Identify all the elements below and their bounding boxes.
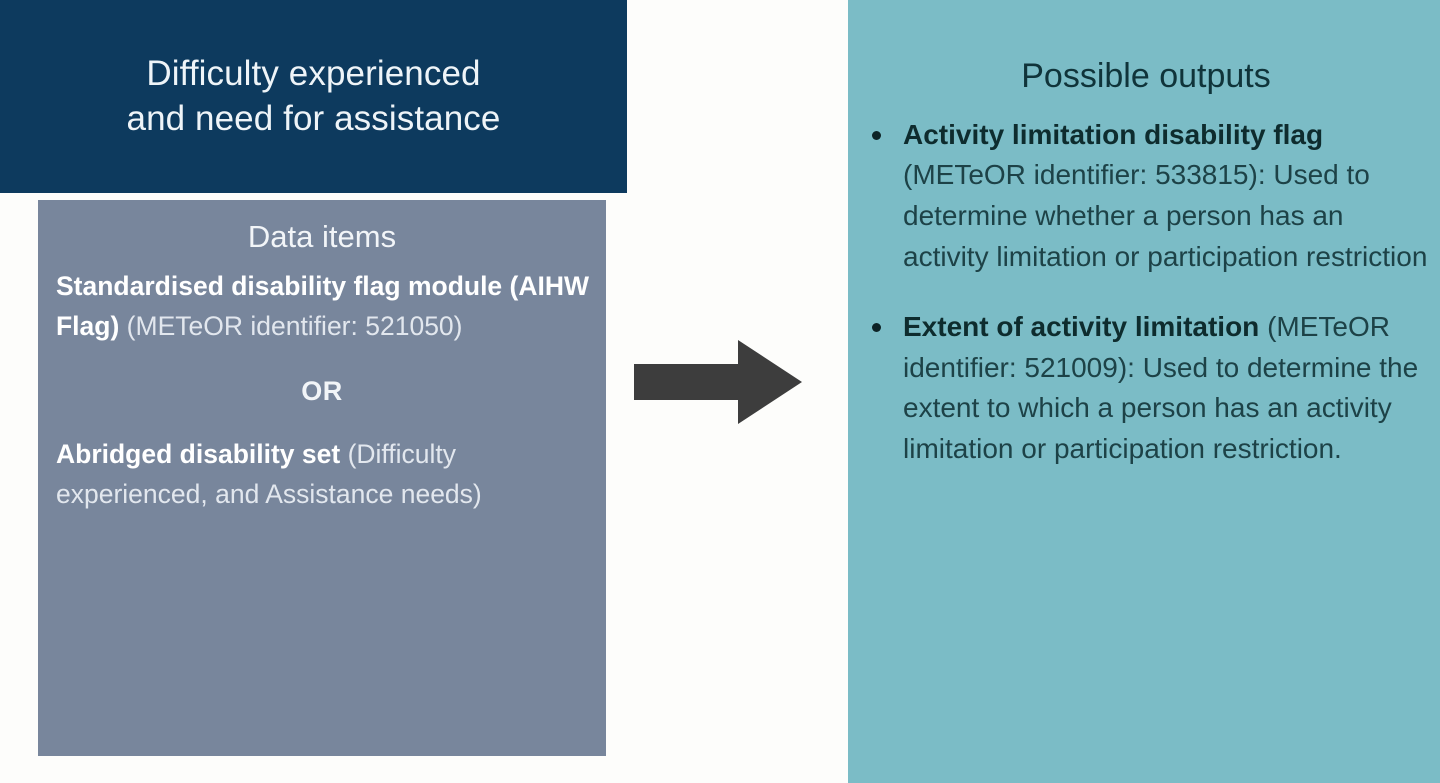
data-items-box: Data items Standardised disability flag …	[38, 200, 606, 756]
bullet-dot-icon	[872, 130, 881, 140]
data-item-option-1-detail: (METeOR identifier: 521050)	[126, 310, 463, 341]
input-header-panel: Difficulty experienced and need for assi…	[0, 0, 627, 193]
data-item-option-1-name: Standardised disability flag module (AIH…	[56, 270, 590, 341]
output-bullet-item-2: Extent of activity limitation (METeOR id…	[858, 307, 1434, 469]
data-items-heading: Data items	[247, 219, 397, 254]
right-arrow-icon	[634, 340, 802, 424]
output-panel: Possible outputs Activity limitation dis…	[848, 0, 1440, 783]
data-item-option-1: Standardised disability flag module (AIH…	[48, 267, 596, 347]
output-bullet-1-detail: (METeOR identifier: 533815): Used to det…	[903, 159, 1428, 272]
output-bullet-2-detail: (METeOR identifier: 521009): Used to det…	[903, 311, 1419, 464]
input-header-line-2: and need for assistance	[126, 98, 501, 138]
output-bullet-list: Activity limitation disability flag (MET…	[858, 115, 1434, 470]
output-heading: Possible outputs	[1021, 57, 1271, 95]
output-bullet-item-1: Activity limitation disability flag (MET…	[858, 115, 1434, 277]
output-bullet-1-name: Activity limitation disability flag	[903, 118, 1324, 150]
data-items-or-divider: OR	[301, 376, 343, 407]
data-item-option-2-name: Abridged disability set	[56, 439, 348, 470]
output-bullet-2-name: Extent of activity limitation	[903, 311, 1268, 343]
input-header-line-1: Difficulty experienced	[146, 53, 481, 93]
flow-arrow	[628, 338, 808, 426]
data-item-option-2: Abridged disability set (Difficulty expe…	[48, 435, 596, 515]
data-item-option-2-detail: (Difficulty experienced, and Assistance …	[56, 439, 482, 509]
bullet-dot-icon	[872, 323, 881, 333]
